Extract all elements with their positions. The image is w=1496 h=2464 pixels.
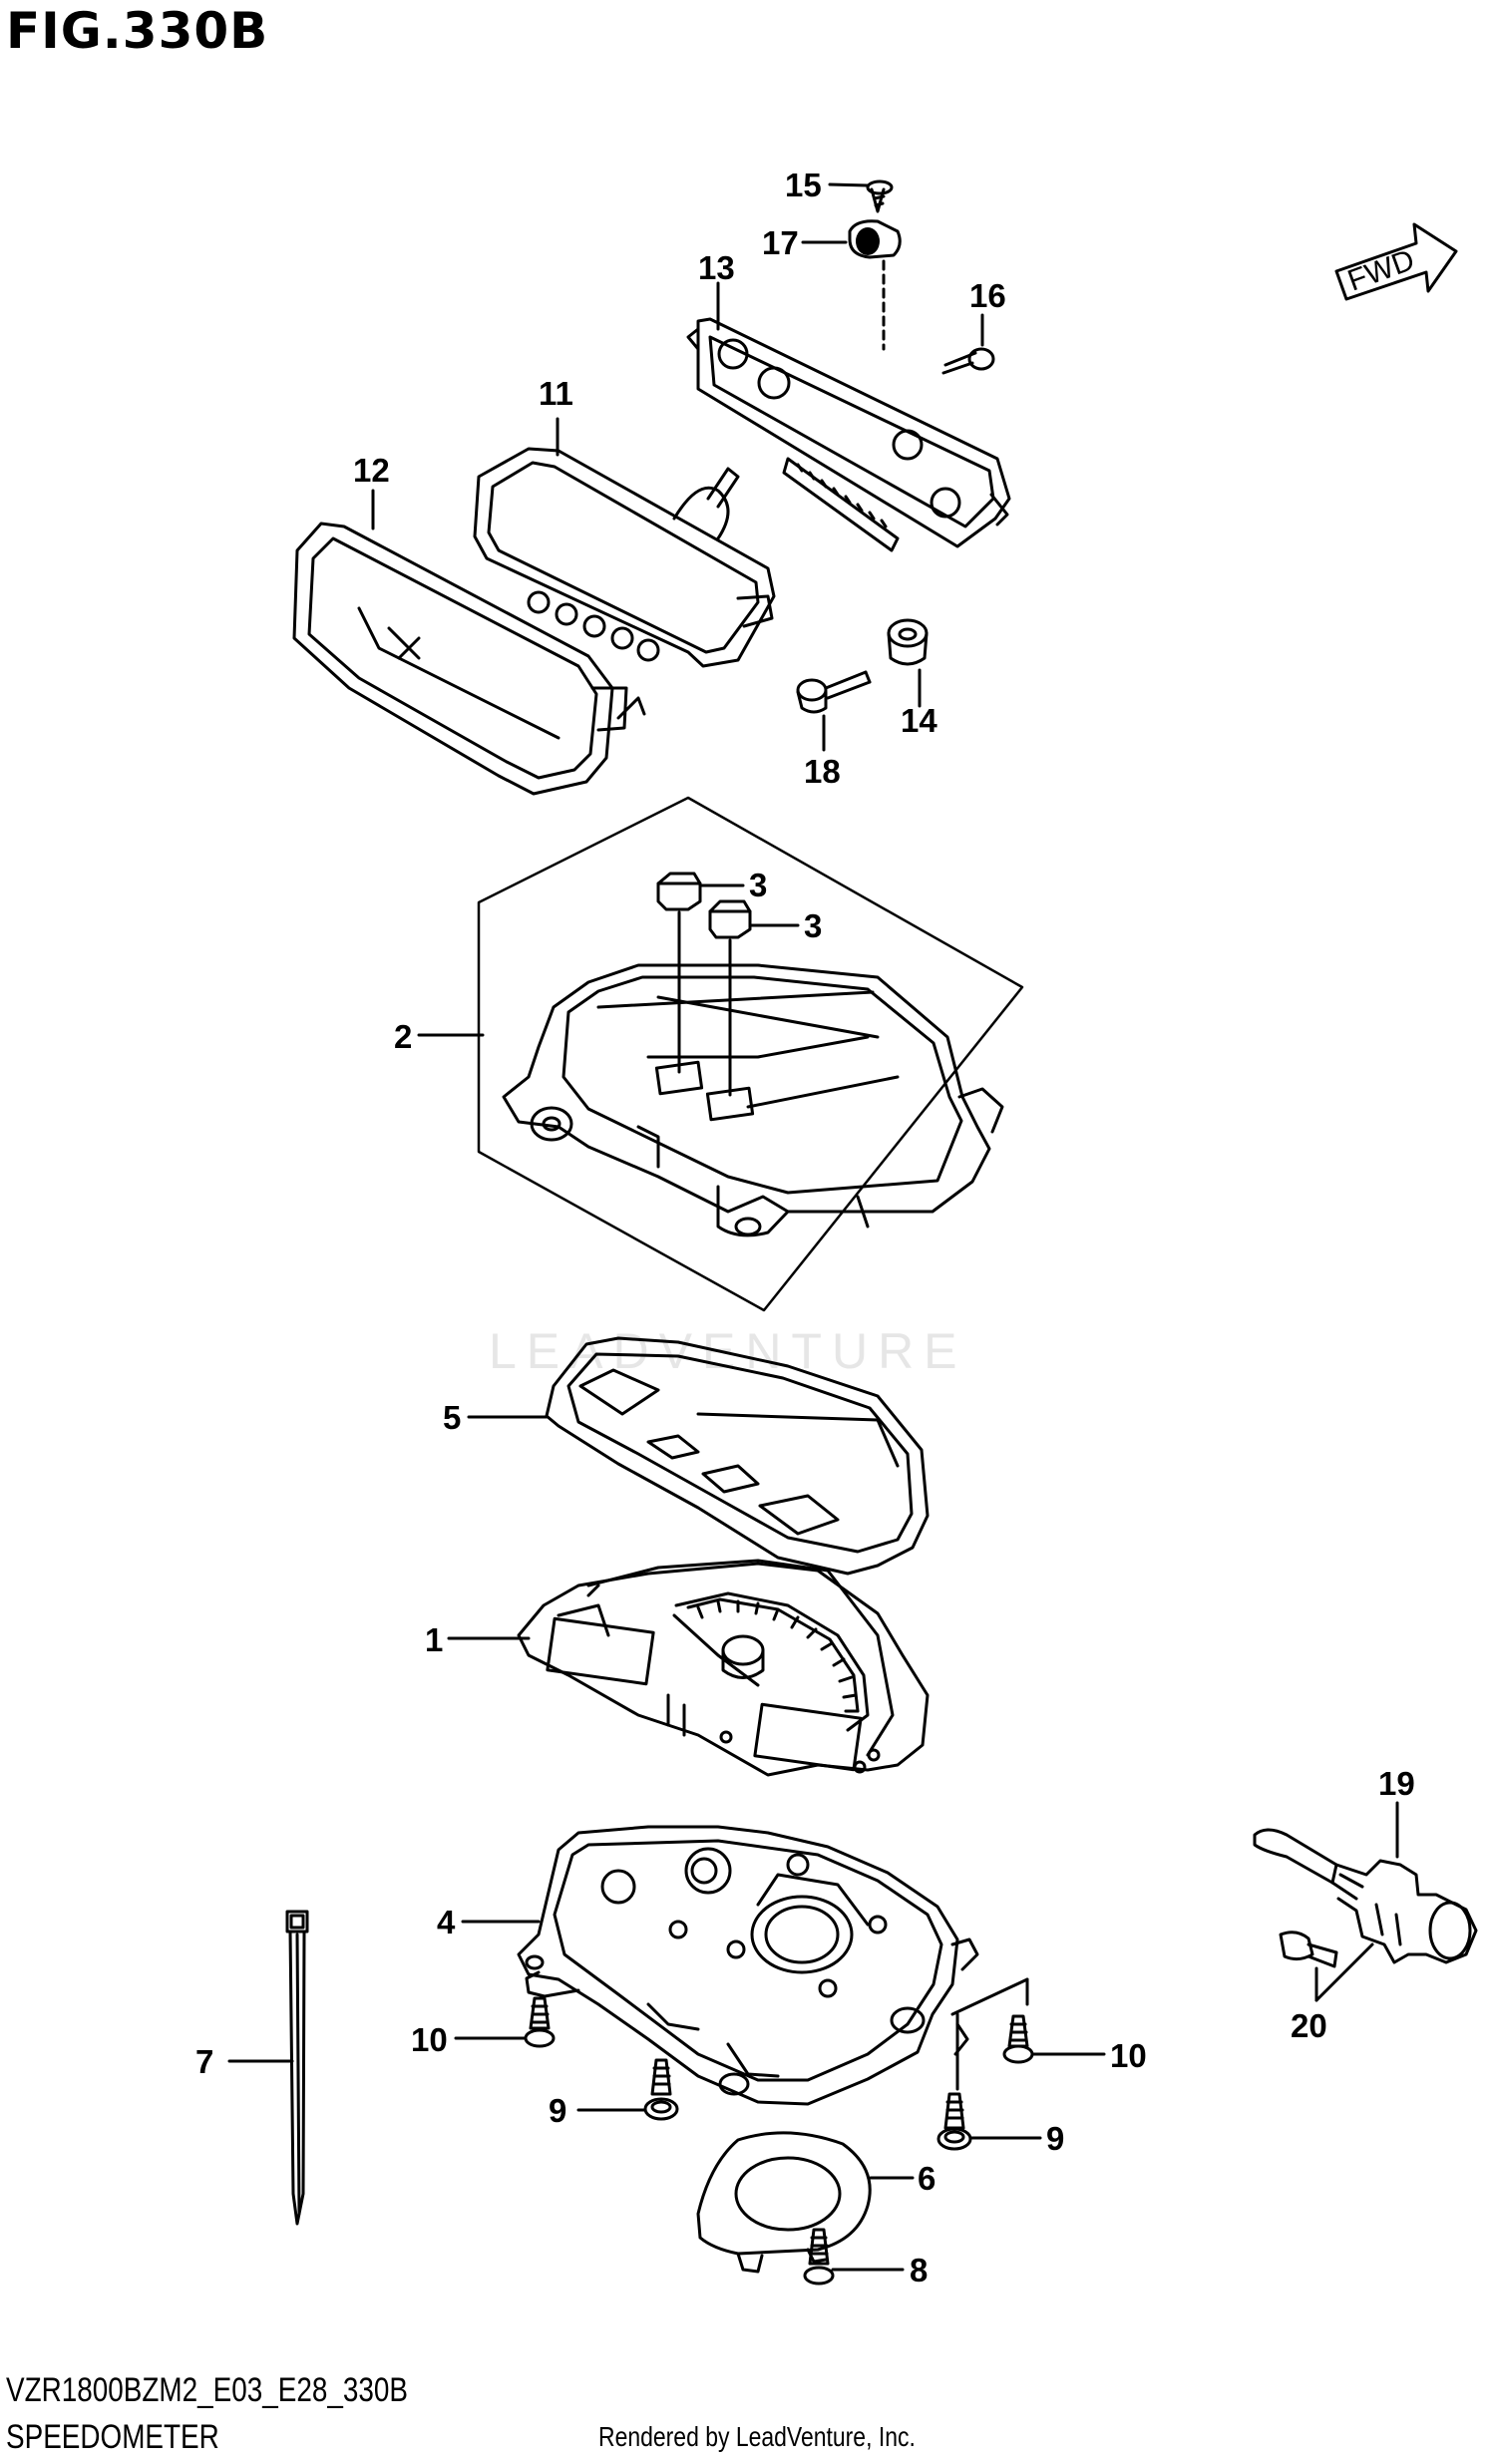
- part-1-meter-unit: [517, 1559, 930, 1777]
- assembly-outline-2: [477, 796, 1024, 1312]
- model-code: VZR1800BZM2_E03_E28_330B: [6, 2371, 408, 2409]
- leader-20b: [1314, 1942, 1374, 2002]
- callout-18: 18: [804, 753, 841, 790]
- part-16-screw: [941, 347, 995, 375]
- callout-6: 6: [918, 2160, 935, 2197]
- part-7-cable-tie: [285, 1910, 309, 2226]
- part-11-meter-body: [473, 447, 776, 668]
- part-12-meter-cover: [292, 522, 646, 796]
- callout-3-a: 3: [749, 867, 767, 903]
- callout-12: 12: [353, 452, 390, 489]
- callout-1: 1: [425, 1621, 443, 1658]
- callout-4: 4: [437, 1904, 456, 1940]
- part-2-meter-case: [502, 963, 1004, 1237]
- part-17-clamp: [848, 219, 902, 259]
- callout-8: 8: [910, 2252, 928, 2288]
- render-credit: Rendered by LeadVenture, Inc.: [598, 2421, 916, 2452]
- part-20-bolt: [1279, 1931, 1338, 1968]
- callout-13: 13: [698, 249, 735, 286]
- part-15-screw: [866, 179, 894, 213]
- part-10-screw-b: [1002, 2014, 1034, 2064]
- part-3-button-a: [656, 872, 702, 911]
- watermark: LEADVENTURE: [489, 1323, 967, 1379]
- callout-11: 11: [539, 375, 573, 412]
- callout-16: 16: [969, 277, 1006, 314]
- part-19-speed-sensor: [1253, 1828, 1478, 1964]
- part-10-screw-a: [524, 1996, 556, 2048]
- part-6-gasket-plate: [696, 2131, 872, 2274]
- part-18-bolt: [796, 670, 872, 714]
- callout-19: 19: [1378, 1765, 1415, 1802]
- callout-17: 17: [762, 224, 799, 261]
- part-9-screw-b: [936, 2092, 972, 2151]
- callout-9-a: 9: [549, 2092, 566, 2129]
- callout-15: 15: [785, 167, 822, 203]
- guide-4a: [950, 1977, 1029, 2016]
- leader-15: [828, 182, 870, 187]
- callout-10-b: 10: [1110, 2037, 1147, 2074]
- part-8-screw: [803, 2228, 835, 2286]
- part-4-lower-case: [517, 1825, 979, 2106]
- callout-2: 2: [394, 1018, 412, 1055]
- part-14-grommet: [887, 618, 929, 666]
- fwd-label: FWD: [1343, 243, 1418, 297]
- callout-10-a: 10: [411, 2021, 448, 2058]
- figure-title: FIG.330B: [6, 2, 269, 60]
- part-9-screw-a: [643, 2058, 679, 2121]
- callout-3-b: 3: [804, 907, 822, 944]
- fwd-arrow-icon: FWD: [1334, 222, 1458, 301]
- callout-5: 5: [443, 1399, 461, 1436]
- callout-20: 20: [1291, 2007, 1327, 2044]
- callout-9-b: 9: [1046, 2120, 1064, 2157]
- part-3-button-b: [708, 899, 752, 939]
- part-5-panel-plate: [545, 1336, 930, 1576]
- section-title: SPEEDOMETER: [6, 2418, 219, 2456]
- part-13-bracket: [686, 317, 1011, 552]
- callout-14: 14: [901, 702, 937, 739]
- callout-7: 7: [195, 2043, 213, 2080]
